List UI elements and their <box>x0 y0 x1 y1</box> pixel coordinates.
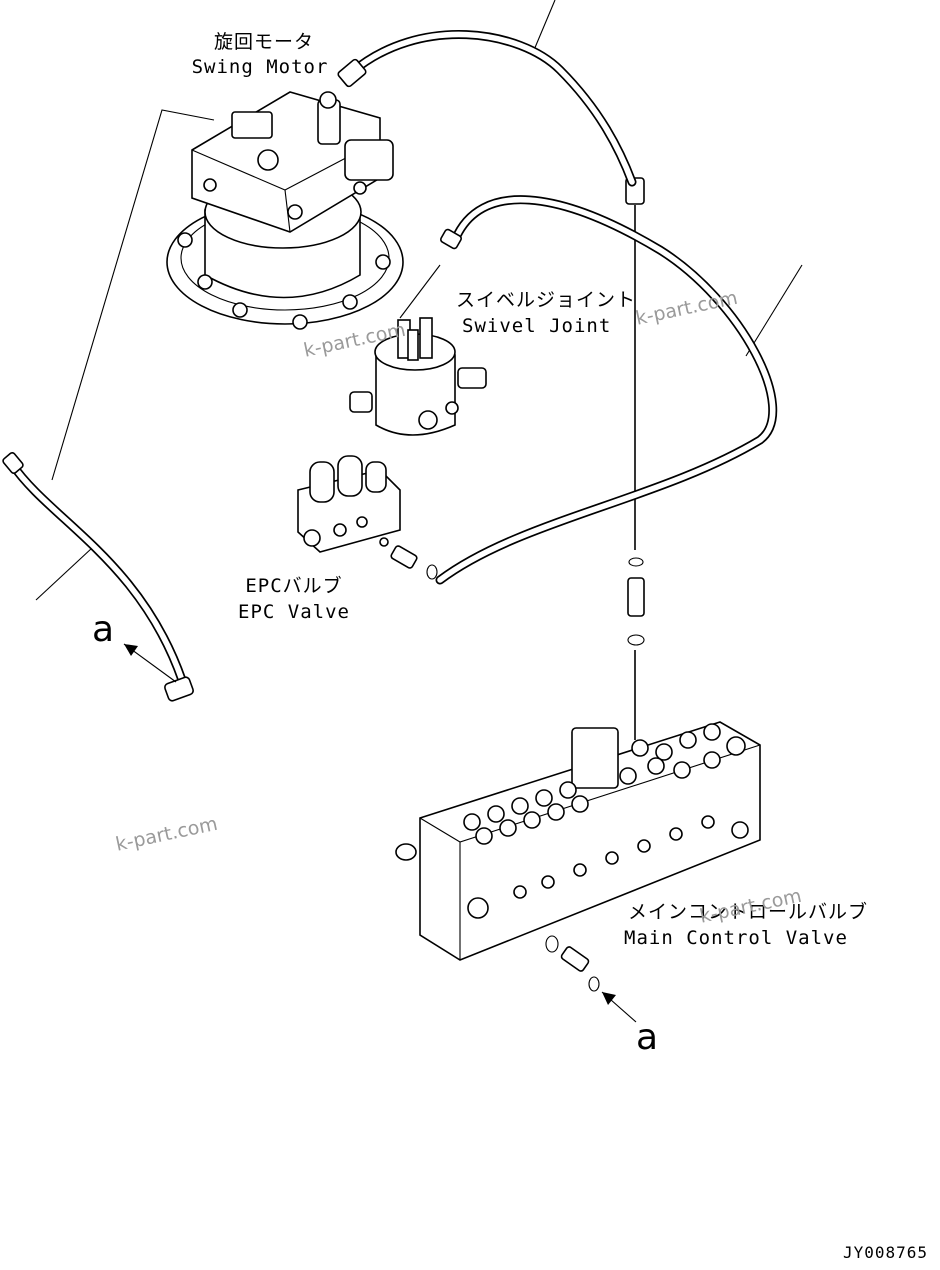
main-control-valve-label-en: Main Control Valve <box>624 927 848 949</box>
callout-a-upper: a <box>92 609 115 650</box>
swivel-joint-label-jp: スイベルジョイント <box>456 289 637 311</box>
main-control-valve <box>395 721 761 992</box>
vertical-hose-line <box>625 177 645 740</box>
swivel-joint-label-en: Swivel Joint <box>462 315 612 337</box>
drawing-code: JY008765 <box>842 1243 928 1262</box>
callout-a-lower: a <box>636 1017 659 1058</box>
main-control-valve-label-jp: メインコントロールバルブ <box>628 901 869 923</box>
epc-valve-label-jp: EPCバルブ <box>245 575 343 597</box>
epc-valve <box>297 455 438 580</box>
swing-motor <box>166 91 404 330</box>
swivel-joint <box>349 317 487 436</box>
callout-arrows <box>123 643 637 1023</box>
epc-valve-label-en: EPC Valve <box>238 601 350 623</box>
hoses <box>2 30 778 702</box>
swing-motor-label-en: Swing Motor <box>191 56 329 78</box>
leader-lines <box>35 0 803 601</box>
swing-motor-label-jp: 旋回モータ <box>214 31 315 53</box>
